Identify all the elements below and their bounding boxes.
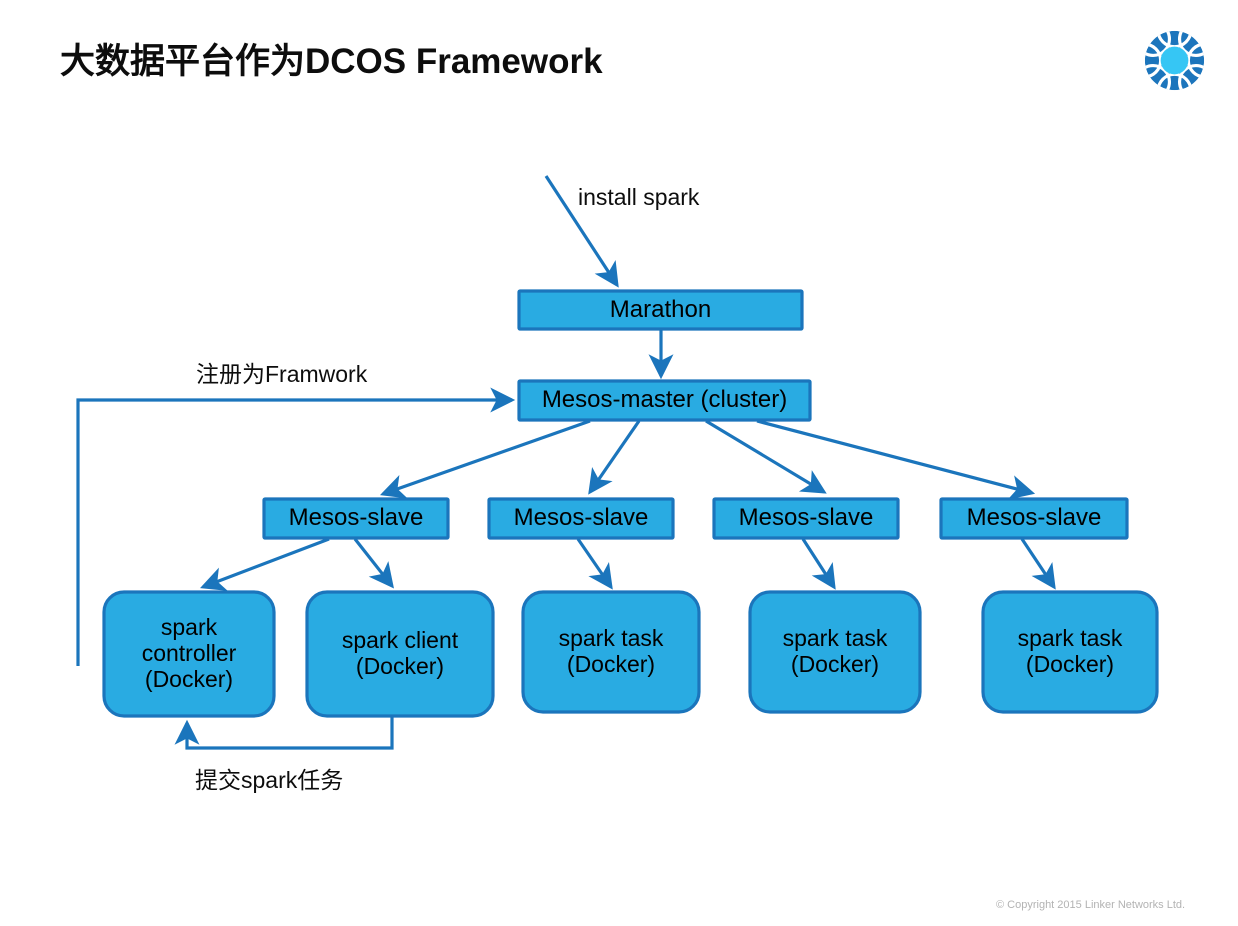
node-mesos-master (517, 379, 812, 422)
arrow-slave3-to-task2 (801, 538, 836, 590)
arrow-install-spark (544, 175, 619, 288)
node-spark-task-1 (521, 590, 701, 714)
node-spark-client (305, 590, 495, 718)
node-spark-task-3 (981, 590, 1159, 714)
arrow-slave1-to-client (353, 538, 394, 589)
edge-label-submit-spark-job: 提交spark任务 (195, 767, 344, 793)
arrow-slave1-to-controller (200, 537, 330, 591)
arrow-register-framework (76, 387, 516, 666)
arrow-slave2-to-task1 (576, 538, 613, 590)
arrow-master-to-slave-1 (379, 419, 591, 499)
page-title: 大数据平台作为DCOS Framework (60, 42, 603, 81)
node-mesos-slave-4 (939, 497, 1129, 540)
arrow-master-to-slave-3 (705, 419, 827, 494)
node-mesos-slave-1 (262, 497, 450, 540)
edge-label-register-as-framework: 注册为Framwork (196, 361, 368, 387)
node-mesos-slave-2 (487, 497, 675, 540)
arrow-submit-spark-job (174, 717, 394, 750)
node-marathon (517, 289, 804, 331)
copyright-footer: © Copyright 2015 Linker Networks Ltd. (996, 899, 1186, 911)
node-spark-task-2 (748, 590, 922, 714)
linker-networks-logo-icon (1143, 29, 1206, 92)
edge-label-install-spark: install spark (578, 184, 700, 210)
arrow-master-to-slave-2 (588, 420, 641, 495)
arrow-master-to-slave-4 (756, 419, 1036, 500)
node-mesos-slave-3 (712, 497, 900, 540)
arrow-slave4-to-task3 (1020, 538, 1056, 590)
node-spark-controller (102, 590, 276, 718)
